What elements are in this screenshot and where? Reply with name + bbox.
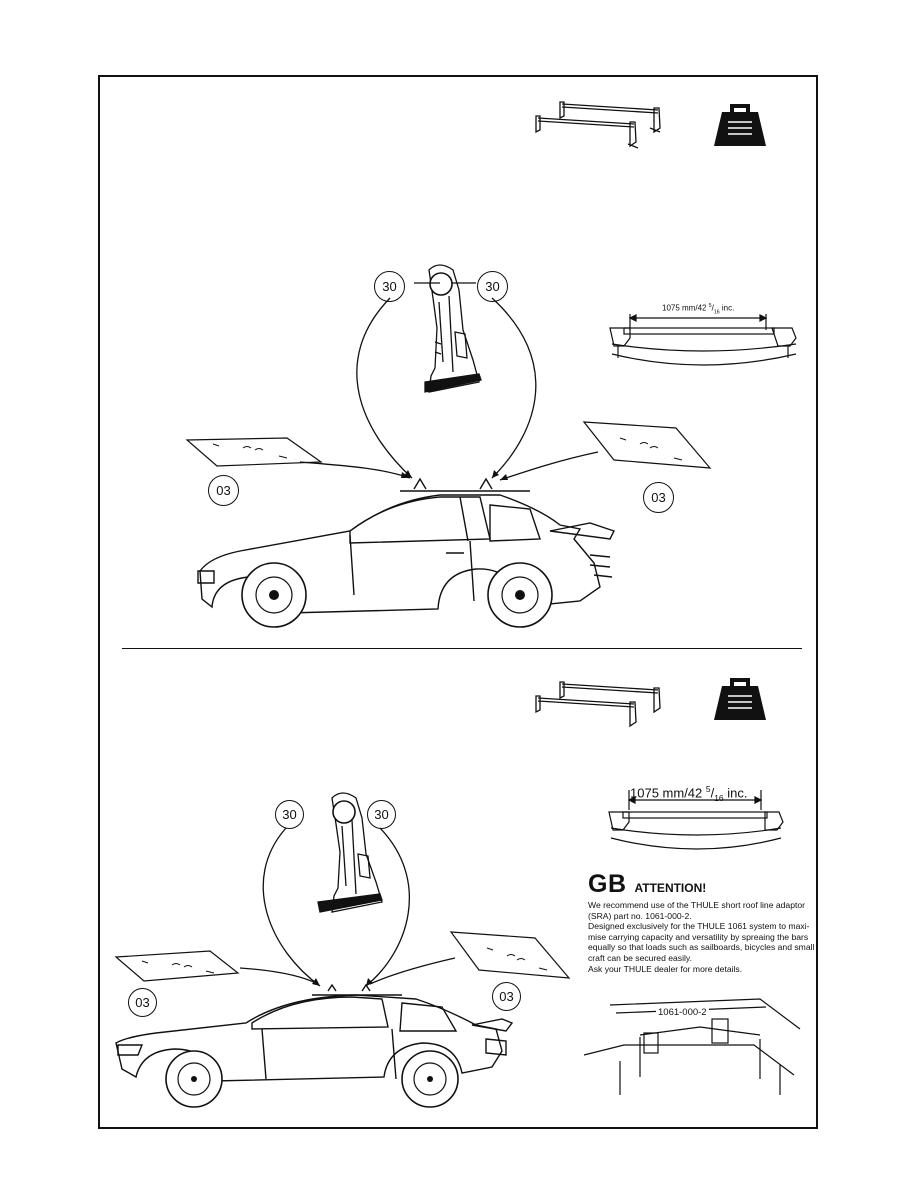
bar-dimension-label: 1075 mm/42 5/16 inc. (630, 784, 748, 803)
dimension-unit: inc. (721, 303, 735, 313)
bar-dimension-label: 1075 mm/42 5/16 inc. (662, 303, 735, 316)
page-frame (98, 75, 818, 1129)
note-line: equally so that loads such as sailboards… (588, 942, 815, 953)
bar-dimension-detail (608, 790, 784, 850)
adaptor-part-label: 1061-000-2 (656, 1007, 709, 1018)
note-line: (SRA) part no. 1061-000-2. (588, 910, 692, 921)
note-line: mise carrying capacity and versatility b… (588, 931, 809, 942)
callout-clamp-left: 30 (275, 800, 304, 829)
weight-icon (714, 104, 766, 146)
clamp-detail (317, 792, 383, 913)
callout-clamp-left: 30 (374, 271, 405, 302)
callout-clamp-right: 30 (477, 271, 508, 302)
dimension-value: 1075 mm/42 (662, 303, 707, 313)
section-divider (122, 648, 802, 649)
leader-lines (299, 282, 599, 481)
adaptor-detail (583, 998, 801, 1095)
callout-pad-left: 03 (128, 988, 157, 1017)
roof-bars-icon (535, 681, 661, 728)
dimension-value: 1075 mm/42 (630, 785, 703, 801)
dimension-fraction-num: 5 (708, 303, 712, 309)
callout-pad-right: 03 (643, 482, 674, 513)
note-line: We recommend use of the THULE short roof… (588, 900, 806, 910)
attention-title: ATTENTION! (634, 881, 707, 895)
bar-dimension-detail (609, 314, 797, 366)
language-code: GB (588, 870, 627, 898)
note-line: Designed exclusively for the THULE 1061 … (588, 921, 810, 932)
foot-pad-left (114, 950, 240, 982)
weight-icon (714, 678, 766, 720)
roof-bars-icon (535, 101, 661, 149)
car-illustration-2 (115, 983, 514, 1108)
dimension-fraction-den: 16 (714, 792, 724, 803)
clamp-detail (424, 264, 482, 393)
dimension-unit: inc. (727, 785, 748, 801)
foot-pad-right (449, 931, 571, 979)
attention-note: GB ATTENTION! We recommend use of the TH… (588, 870, 815, 974)
note-line: Ask your THULE dealer for more details. (588, 963, 743, 974)
callout-pad-left: 03 (208, 475, 239, 506)
callout-clamp-right: 30 (367, 800, 396, 829)
dimension-fraction-den: 16 (713, 309, 720, 316)
car-illustration-1 (197, 477, 615, 628)
dimension-fraction-num: 5 (705, 784, 711, 794)
foot-pad-left (185, 437, 323, 467)
foot-pad-right (582, 421, 712, 469)
callout-pad-right: 03 (492, 982, 521, 1011)
note-line: craft can be secured easily. (588, 952, 692, 963)
